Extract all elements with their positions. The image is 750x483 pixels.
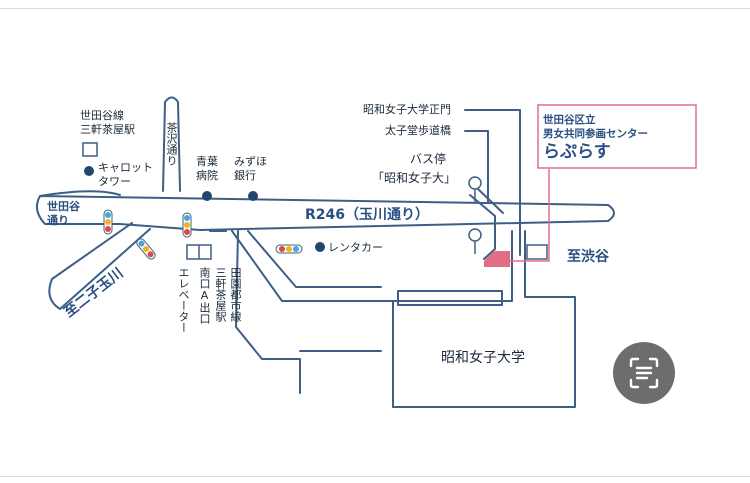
aoba-hospital-dot xyxy=(202,191,212,201)
setagaya-line-label: 世田谷線 三軒茶屋駅 xyxy=(80,109,135,136)
destination-marker xyxy=(484,251,510,267)
gate-line xyxy=(464,109,521,256)
bus-stop-name-label: 「昭和女子大」 xyxy=(372,171,457,185)
bus-stop-label: バス停 xyxy=(410,152,447,166)
setagaya-station-box xyxy=(82,142,98,157)
university-gate-label: 昭和女子大学正門 xyxy=(363,103,451,116)
traffic-signal-icon-4 xyxy=(275,244,303,254)
document-scan-icon xyxy=(629,357,659,389)
chazawa-dori-label: 茶沢通り xyxy=(165,122,178,166)
destination-org: 世田谷区立 xyxy=(543,114,596,126)
scan-button[interactable] xyxy=(613,342,675,404)
destination-leader xyxy=(510,169,550,262)
sangenjaya-station-label: 三軒茶屋駅 xyxy=(214,267,227,322)
map-roads xyxy=(35,96,697,408)
building-east xyxy=(526,244,548,260)
bridge-line xyxy=(464,130,489,203)
traffic-signal-icon-2 xyxy=(182,212,192,238)
r246-label: R246（玉川通り） xyxy=(305,207,430,223)
rent-a-car-label: レンタカー xyxy=(328,241,383,254)
road-south-b xyxy=(247,230,382,288)
destination-subtitle: 男女共同参画センター xyxy=(543,128,648,140)
road-east xyxy=(392,230,513,302)
bridge-deck xyxy=(469,194,496,260)
taishido-bridge-label: 太子堂歩道橋 xyxy=(385,124,451,137)
traffic-signal-icon-1 xyxy=(103,209,113,235)
road-south-c xyxy=(235,230,301,394)
carrot-tower-label: キャロット タワー xyxy=(98,161,153,188)
road-r246 xyxy=(35,195,615,231)
map: 世田谷線 三軒茶屋駅 キャロット タワー 茶沢通り 青葉 病院 みずほ 銀行 世… xyxy=(0,8,750,477)
destination-info: 世田谷区立 男女共同参画センター らぷらす xyxy=(543,113,648,163)
mizuho-bank-label: みずほ 銀行 xyxy=(234,155,267,182)
destination-box xyxy=(537,104,697,169)
road-east-2 xyxy=(392,230,576,408)
road-south-a xyxy=(231,230,394,408)
mizuho-bank-dot xyxy=(248,191,258,201)
aoba-hospital-label: 青葉 病院 xyxy=(196,155,218,182)
university-campus-label: 昭和女子大学 xyxy=(441,350,525,366)
road-chazawa xyxy=(162,96,181,192)
setagaya-dori-label: 世田谷 通り xyxy=(47,200,80,227)
elevator-label: エレベーター xyxy=(177,267,190,333)
destination-name: らぷらす xyxy=(543,142,611,162)
road-to-futako xyxy=(48,222,151,310)
south-exit-label: 南口A出口 xyxy=(198,267,211,324)
to-shibuya-label: 至渋谷 xyxy=(567,249,609,265)
bridge-deck-2 xyxy=(477,188,504,214)
denentoshi-line-label: 田園都市線 xyxy=(229,267,242,322)
rent-a-car-dot xyxy=(315,242,325,252)
road-setagaya xyxy=(39,190,121,197)
bus-stop-icon-south xyxy=(468,228,482,254)
traffic-signal-icon-3 xyxy=(136,238,156,260)
road-inner xyxy=(397,290,503,306)
bus-stop-icon-north xyxy=(468,176,482,202)
carrot-tower-dot xyxy=(84,166,94,176)
